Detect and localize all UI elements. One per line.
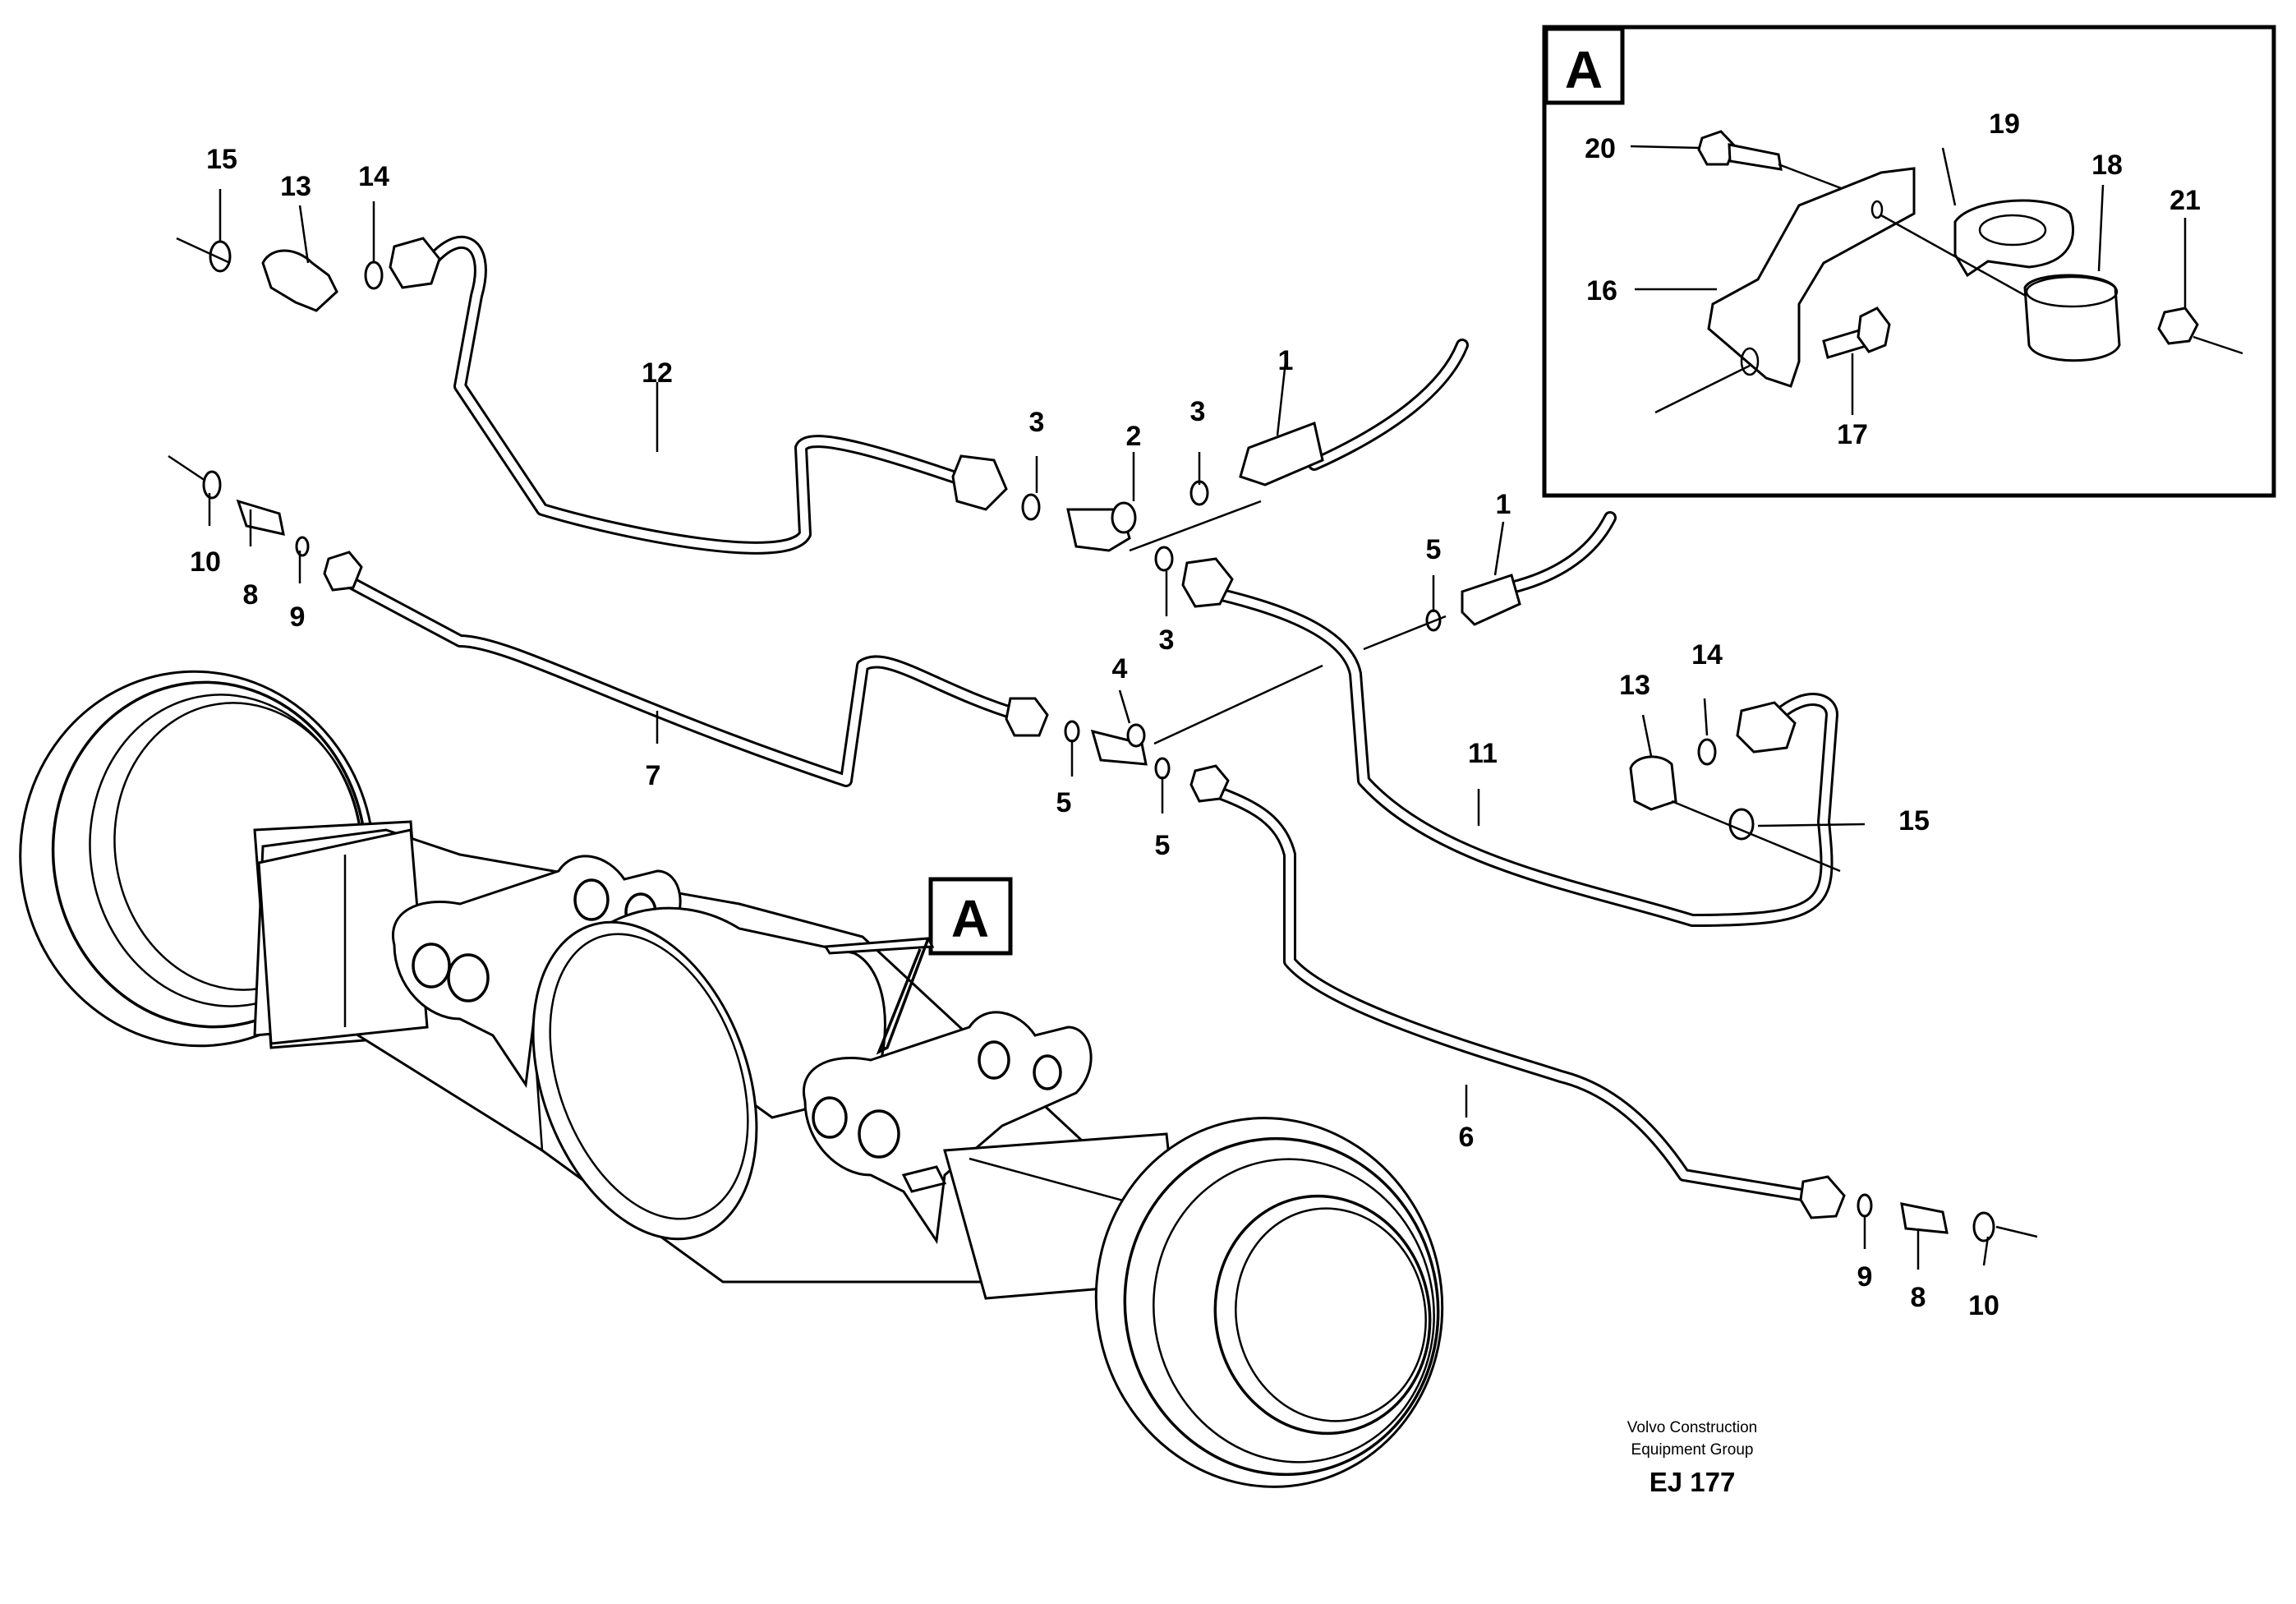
- differential-housing: [531, 906, 886, 1241]
- callout-13: 13: [1619, 670, 1650, 701]
- callout-5: 5: [1426, 534, 1442, 565]
- axle-tag-box: [928, 877, 1013, 956]
- brake-pipes: [330, 235, 1838, 1202]
- axle-callout-a: A: [823, 877, 1013, 1055]
- left-mount-bracket: [392, 855, 682, 1089]
- fittings: [202, 237, 1995, 1242]
- callout-1: 1: [1278, 345, 1294, 376]
- hose-end-1-lower: [1461, 574, 1521, 626]
- callout-13: 13: [280, 171, 311, 202]
- right-mount-bracket: [803, 1011, 1093, 1245]
- callout-3: 3: [1190, 396, 1206, 427]
- callout-15: 15: [1898, 805, 1930, 837]
- callout-14: 14: [358, 161, 389, 192]
- callout-9: 9: [290, 602, 306, 633]
- credit-block: Volvo Construction Equipment Group EJ 17…: [1627, 1419, 1757, 1497]
- callout-15: 15: [206, 144, 237, 175]
- callout-labels: 15 13 14 12 3 2 3 1 3 10 8 9 7 4 5 5 5 1…: [190, 108, 2201, 1321]
- callout-17: 17: [1837, 419, 1868, 450]
- callout-10: 10: [190, 546, 221, 578]
- credit-group: Equipment Group: [1631, 1441, 1754, 1459]
- drawing-code: EJ 177: [1650, 1467, 1736, 1497]
- callout-5: 5: [1155, 830, 1171, 861]
- callout-8: 8: [243, 579, 259, 611]
- callout-10: 10: [1968, 1290, 1999, 1321]
- callout-11: 11: [1468, 738, 1498, 769]
- detail-tag: A: [1565, 40, 1603, 99]
- right-wheel-hub: [1094, 1117, 1444, 1488]
- callout-9: 9: [1857, 1261, 1873, 1293]
- callout-18: 18: [2091, 150, 2123, 181]
- callout-3: 3: [1029, 407, 1045, 438]
- callout-8: 8: [1911, 1282, 1926, 1313]
- clamp-19: [1953, 199, 2074, 278]
- axle-tag: A: [951, 889, 989, 948]
- callout-20: 20: [1585, 133, 1616, 164]
- hose-end-1-upper: [1239, 421, 1324, 486]
- callout-1: 1: [1496, 489, 1511, 520]
- detail-view-a: A: [1542, 25, 2276, 498]
- callout-12: 12: [642, 357, 673, 389]
- grommet-18: [2023, 274, 2121, 362]
- callout-5: 5: [1056, 787, 1072, 818]
- callout-19: 19: [1989, 108, 2020, 140]
- callout-21: 21: [2169, 185, 2201, 216]
- callout-16: 16: [1586, 275, 1617, 307]
- detail-tag-box: [1544, 26, 1625, 105]
- bracket-16: [1707, 167, 1916, 388]
- callout-14: 14: [1691, 639, 1723, 671]
- callout-7: 7: [646, 760, 661, 791]
- axle-assembly: [19, 670, 1444, 1488]
- callout-4: 4: [1112, 653, 1128, 684]
- leader-lines: [168, 189, 2038, 1270]
- pipe-12: [416, 235, 984, 555]
- callout-6: 6: [1459, 1122, 1475, 1153]
- callout-3: 3: [1159, 625, 1175, 656]
- callout-2: 2: [1126, 421, 1142, 452]
- credit-company: Volvo Construction: [1627, 1419, 1757, 1436]
